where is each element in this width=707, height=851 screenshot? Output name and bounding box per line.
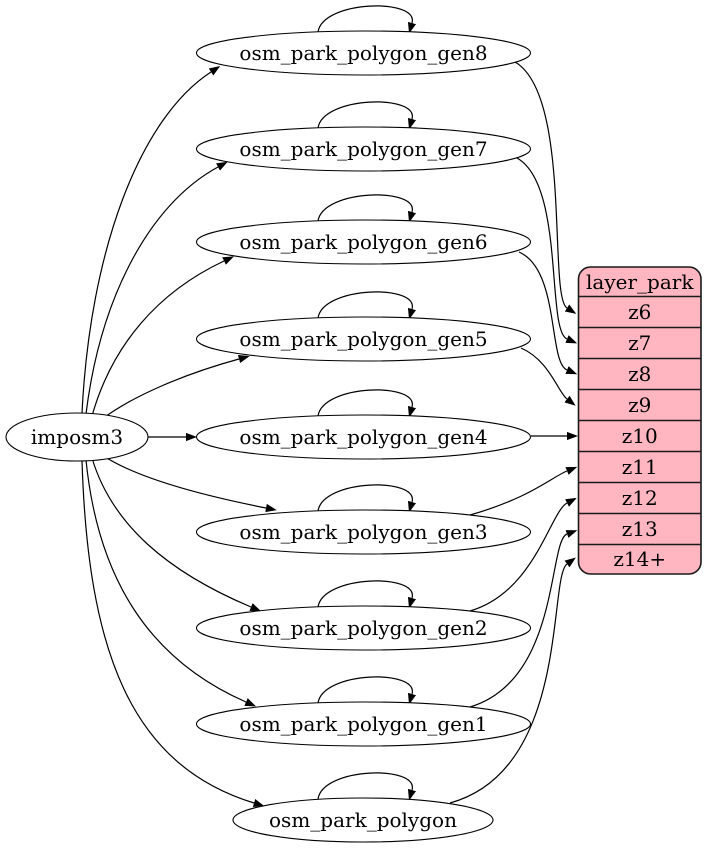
layer-park-row-z14: z14+ — [613, 547, 666, 571]
self-loop-gen6 — [317, 194, 417, 223]
layer-park-row-z7: z7 — [628, 331, 651, 355]
node-gen4-label: osm_park_polygon_gen4 — [239, 425, 487, 449]
edge-imposm3-to-gen2 — [91, 457, 262, 612]
self-loop-gen1 — [317, 676, 417, 705]
node-osm-park-polygon-gen8: osm_park_polygon_gen8 — [195, 30, 532, 76]
self-loop-gen4 — [317, 389, 417, 418]
self-loop-gen2 — [317, 580, 417, 609]
node-gen7-label: osm_park_polygon_gen7 — [239, 137, 487, 161]
edge-imposm3-to-gen5 — [101, 354, 250, 420]
layer-park-row-z6: z6 — [628, 300, 651, 324]
node-layer-park: layer_park z6 z7 z8 z9 z10 z11 z12 z13 z… — [577, 266, 702, 575]
layer-park-row-z13: z13 — [622, 517, 658, 541]
self-loop-gen3 — [317, 484, 417, 513]
edges-group — [81, 5, 578, 807]
node-osm-park-polygon-gen1: osm_park_polygon_gen1 — [195, 701, 532, 747]
node-gen6-label: osm_park_polygon_gen6 — [239, 230, 487, 254]
edge-gen3-to-z11 — [469, 466, 578, 516]
node-osm-park-polygon-gen4: osm_park_polygon_gen4 — [195, 414, 532, 460]
edge-gen1-to-z13 — [469, 530, 578, 708]
node-imposm3: imposm3 — [5, 412, 149, 462]
edge-gen7-to-z7 — [516, 157, 578, 344]
layer-park-row-z12: z12 — [622, 486, 658, 510]
layer-park-row-z8: z8 — [628, 362, 651, 386]
edge-imposm3-to-gen3 — [101, 454, 277, 513]
edge-imposm3-to-gen7 — [85, 161, 228, 415]
node-polygon-label: osm_park_polygon — [269, 808, 457, 832]
edge-gen5-to-z9 — [520, 347, 576, 406]
self-loop-polygon — [317, 772, 417, 801]
node-osm-park-polygon: osm_park_polygon — [232, 797, 494, 843]
layer-park-row-z11: z11 — [622, 455, 658, 479]
edge-gen2-to-z12 — [469, 497, 577, 612]
edge-gen8-to-z6 — [514, 61, 577, 314]
node-imposm3-label: imposm3 — [31, 425, 123, 449]
edge-imposm3-to-polygon — [81, 460, 265, 807]
self-loop-gen5 — [317, 291, 417, 320]
edge-polygon-to-z14 — [449, 557, 576, 804]
edge-imposm3-to-gen6 — [91, 256, 234, 417]
node-osm-park-polygon-gen6: osm_park_polygon_gen6 — [195, 219, 532, 265]
edge-imposm3-to-gen1 — [85, 459, 257, 707]
node-gen5-label: osm_park_polygon_gen5 — [239, 327, 487, 351]
node-osm-park-polygon-gen3: osm_park_polygon_gen3 — [195, 509, 532, 555]
edge-imposm3-to-gen8 — [81, 66, 221, 414]
layer-park-row-z10: z10 — [622, 424, 658, 448]
node-osm-park-polygon-gen7: osm_park_polygon_gen7 — [195, 126, 532, 172]
node-gen1-label: osm_park_polygon_gen1 — [239, 712, 487, 736]
layer-park-title: layer_park — [586, 270, 694, 294]
layer-park-row-z9: z9 — [628, 393, 651, 417]
node-gen3-label: osm_park_polygon_gen3 — [239, 520, 487, 544]
node-osm-park-polygon-gen5: osm_park_polygon_gen5 — [195, 316, 532, 362]
self-loop-gen7 — [317, 101, 417, 130]
node-gen2-label: osm_park_polygon_gen2 — [239, 616, 487, 640]
node-gen8-label: osm_park_polygon_gen8 — [239, 41, 487, 65]
self-loop-gen8 — [317, 5, 417, 34]
node-osm-park-polygon-gen2: osm_park_polygon_gen2 — [195, 605, 532, 651]
edge-gen6-to-z8 — [518, 251, 578, 375]
